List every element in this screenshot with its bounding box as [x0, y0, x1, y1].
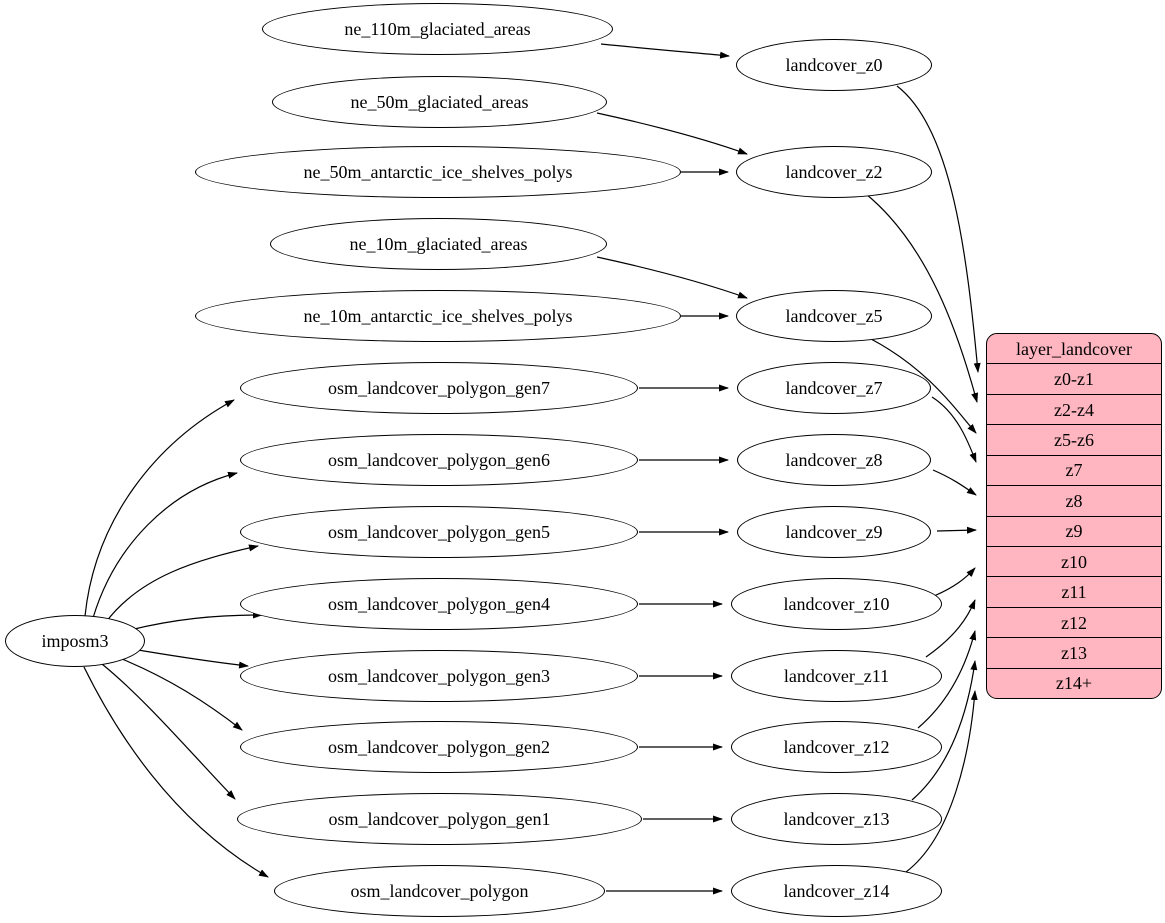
edge-z10-to-row-z10	[933, 567, 976, 597]
node-osm-landcover-polygon-gen4: osm_landcover_polygon_gen4	[240, 578, 638, 630]
node-landcover-z5: landcover_z5	[736, 290, 932, 342]
edge-ne110m-to-z0	[600, 43, 730, 59]
node-landcover-z13: landcover_z13	[731, 793, 942, 845]
record-row-z0-z1: z0-z1	[987, 363, 1161, 393]
edge-z11-to-row-z11	[925, 599, 976, 658]
node-landcover-z7: landcover_z7	[737, 362, 931, 414]
edge-z5-to-row-z5-z6	[870, 338, 977, 434]
node-landcover-z10: landcover_z10	[731, 578, 942, 630]
edge-imposm3-to-polygon	[83, 666, 269, 878]
node-osm-landcover-polygon-gen6: osm_landcover_polygon_gen6	[240, 434, 638, 486]
node-imposm3: imposm3	[5, 615, 145, 667]
edge-z7-to-row-z7	[931, 396, 977, 463]
edge-imposm3-to-gen1	[101, 663, 236, 800]
edge-ne10m-glac-to-z5	[596, 256, 748, 299]
node-osm-landcover-polygon-gen2: osm_landcover_polygon_gen2	[240, 721, 638, 773]
node-ne-10m-antarctic-ice-shelves-polys: ne_10m_antarctic_ice_shelves_polys	[195, 290, 681, 342]
record-row-z9: z9	[987, 515, 1161, 546]
node-landcover-z9: landcover_z9	[737, 506, 931, 558]
node-ne-50m-antarctic-ice-shelves-polys: ne_50m_antarctic_ice_shelves_polys	[195, 146, 681, 198]
edge-z12-to-row-z12	[917, 630, 977, 729]
edge-imposm3-to-gen3	[137, 649, 249, 669]
node-osm-landcover-polygon-gen3: osm_landcover_polygon_gen3	[240, 650, 638, 702]
edge-z9-to-row-z9	[936, 526, 977, 534]
node-landcover-z11: landcover_z11	[731, 650, 942, 702]
node-ne-10m-glaciated-areas: ne_10m_glaciated_areas	[270, 218, 607, 270]
node-osm-landcover-polygon-gen1: osm_landcover_polygon_gen1	[237, 793, 642, 845]
edge-z13-to-row-z13	[911, 660, 978, 801]
record-row-z2-z4: z2-z4	[987, 393, 1161, 424]
node-osm-landcover-polygon-gen5: osm_landcover_polygon_gen5	[240, 506, 638, 558]
edge-imposm3-to-gen7	[84, 399, 235, 617]
edge-z8-to-row-z8	[932, 469, 977, 496]
node-osm-landcover-polygon: osm_landcover_polygon	[274, 865, 605, 917]
node-landcover-z12: landcover_z12	[731, 721, 942, 773]
node-landcover-z0: landcover_z0	[736, 39, 932, 91]
record-row-z14plus: z14+	[987, 667, 1161, 698]
edge-z2-to-row-z2-z4	[865, 193, 979, 403]
node-landcover-z8: landcover_z8	[737, 434, 931, 486]
edge-imposm3-to-gen2	[121, 658, 243, 731]
edge-ne50m-glac-to-z2	[596, 112, 748, 155]
edge-imposm3-to-gen4	[129, 611, 263, 631]
record-row-z5-z6: z5-z6	[987, 424, 1161, 454]
record-row-z11: z11	[987, 576, 1161, 606]
layer-landcover-record: layer_landcover z0-z1 z2-z4 z5-z6 z7 z8 …	[986, 333, 1162, 699]
edge-z0-to-row-z0-z1	[896, 85, 981, 373]
edge-z14-to-row-z14plus	[905, 690, 978, 873]
record-row-z8: z8	[987, 485, 1161, 515]
record-row-z13: z13	[987, 637, 1161, 667]
record-row-z7: z7	[987, 454, 1161, 485]
edge-imposm3-to-gen5	[105, 544, 259, 623]
edge-imposm3-to-gen6	[92, 471, 238, 619]
node-ne-50m-glaciated-areas: ne_50m_glaciated_areas	[272, 76, 607, 128]
record-row-z12: z12	[987, 606, 1161, 637]
node-osm-landcover-polygon-gen7: osm_landcover_polygon_gen7	[240, 362, 638, 414]
record-header: layer_landcover	[1016, 338, 1132, 359]
record-row-z10: z10	[987, 545, 1161, 576]
node-landcover-z14: landcover_z14	[731, 865, 942, 917]
node-landcover-z2: landcover_z2	[736, 146, 932, 198]
node-ne-110m-glaciated-areas: ne_110m_glaciated_areas	[262, 3, 613, 55]
